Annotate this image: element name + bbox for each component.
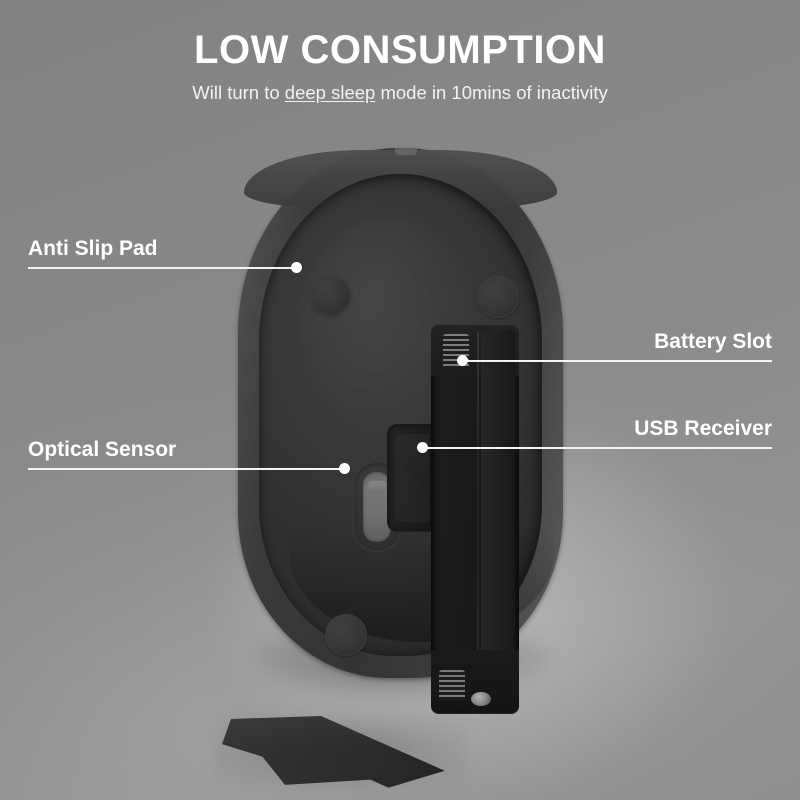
battery-bay-wall xyxy=(481,330,515,708)
subtitle-emphasis-deep-sleep: deep sleep xyxy=(284,82,376,103)
battery-compartment xyxy=(431,324,519,714)
usb-receiver-dock xyxy=(387,424,439,532)
subtitle-text-before: Will turn to xyxy=(192,82,285,103)
battery-contact-terminal xyxy=(471,692,491,706)
leader-line-anti-slip-pad xyxy=(28,267,296,269)
battery-cover-highlight xyxy=(222,716,445,788)
mouse-base-plate xyxy=(259,174,554,714)
callout-label-usb-receiver: USB Receiver xyxy=(634,417,772,440)
leader-dot-battery-slot xyxy=(457,355,468,366)
anti-slip-pad-top-left xyxy=(309,274,351,316)
subtitle-text-after: mode in 10mins of inactivity xyxy=(375,82,608,103)
battery-cover-plate xyxy=(222,716,447,790)
anti-slip-pad-bottom-left xyxy=(325,614,367,656)
mouse-underside-image xyxy=(238,148,563,714)
optical-sensor-window xyxy=(363,472,391,542)
battery-bay-divider xyxy=(477,332,479,706)
leader-dot-optical-sensor xyxy=(339,463,350,474)
leader-dot-anti-slip-pad xyxy=(291,262,302,273)
page-title: LOW CONSUMPTION xyxy=(194,28,606,72)
battery-spring-bottom xyxy=(439,670,465,700)
callout-label-optical-sensor: Optical Sensor xyxy=(28,438,177,461)
leader-line-optical-sensor xyxy=(28,468,344,470)
leader-line-usb-receiver xyxy=(422,447,772,449)
page-subtitle: Will turn to deep sleep mode in 10mins o… xyxy=(0,82,800,104)
leader-dot-usb-receiver xyxy=(417,442,428,453)
callout-label-anti-slip-pad: Anti Slip Pad xyxy=(28,237,158,260)
leader-line-battery-slot xyxy=(462,360,772,362)
mouse-top-notch xyxy=(395,148,417,155)
anti-slip-pad-top-right xyxy=(477,276,519,318)
callout-label-battery-slot: Battery Slot xyxy=(654,330,772,353)
optical-sensor-lens xyxy=(368,481,386,494)
